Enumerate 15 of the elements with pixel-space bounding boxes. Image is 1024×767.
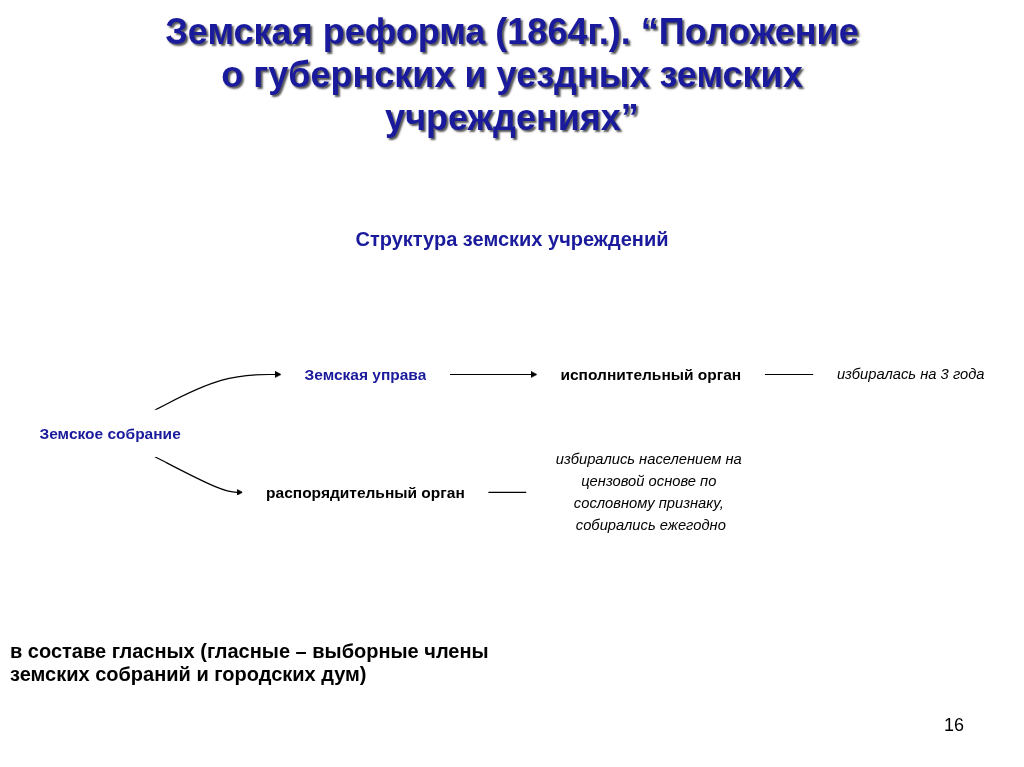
node-text: исполнительный орган xyxy=(560,366,742,384)
slide-title: Земская реформа (1864г.). “Положение о губернских и уездных земских учреждениях” xyxy=(164,10,860,140)
connector xyxy=(763,374,815,376)
node-text: распорядительный орган xyxy=(266,484,465,502)
node-text: избирались населением на цензовой основе по сословному признаку, собирались ежегодно xyxy=(555,450,742,534)
node-text: Земская управа xyxy=(304,366,427,384)
arrow xyxy=(449,371,538,379)
arrow xyxy=(154,456,244,497)
node-text: Земское собрание xyxy=(39,425,181,443)
note-text: в составе гласных (гласные – выборные члены земских собраний и городских дум) xyxy=(10,640,490,686)
connector xyxy=(487,492,528,494)
page-number: 16 xyxy=(943,715,964,736)
arrow xyxy=(154,371,282,412)
node-text: избиралась на 3 года xyxy=(836,366,985,383)
subtitle: Структура земских учреждений xyxy=(354,228,670,251)
